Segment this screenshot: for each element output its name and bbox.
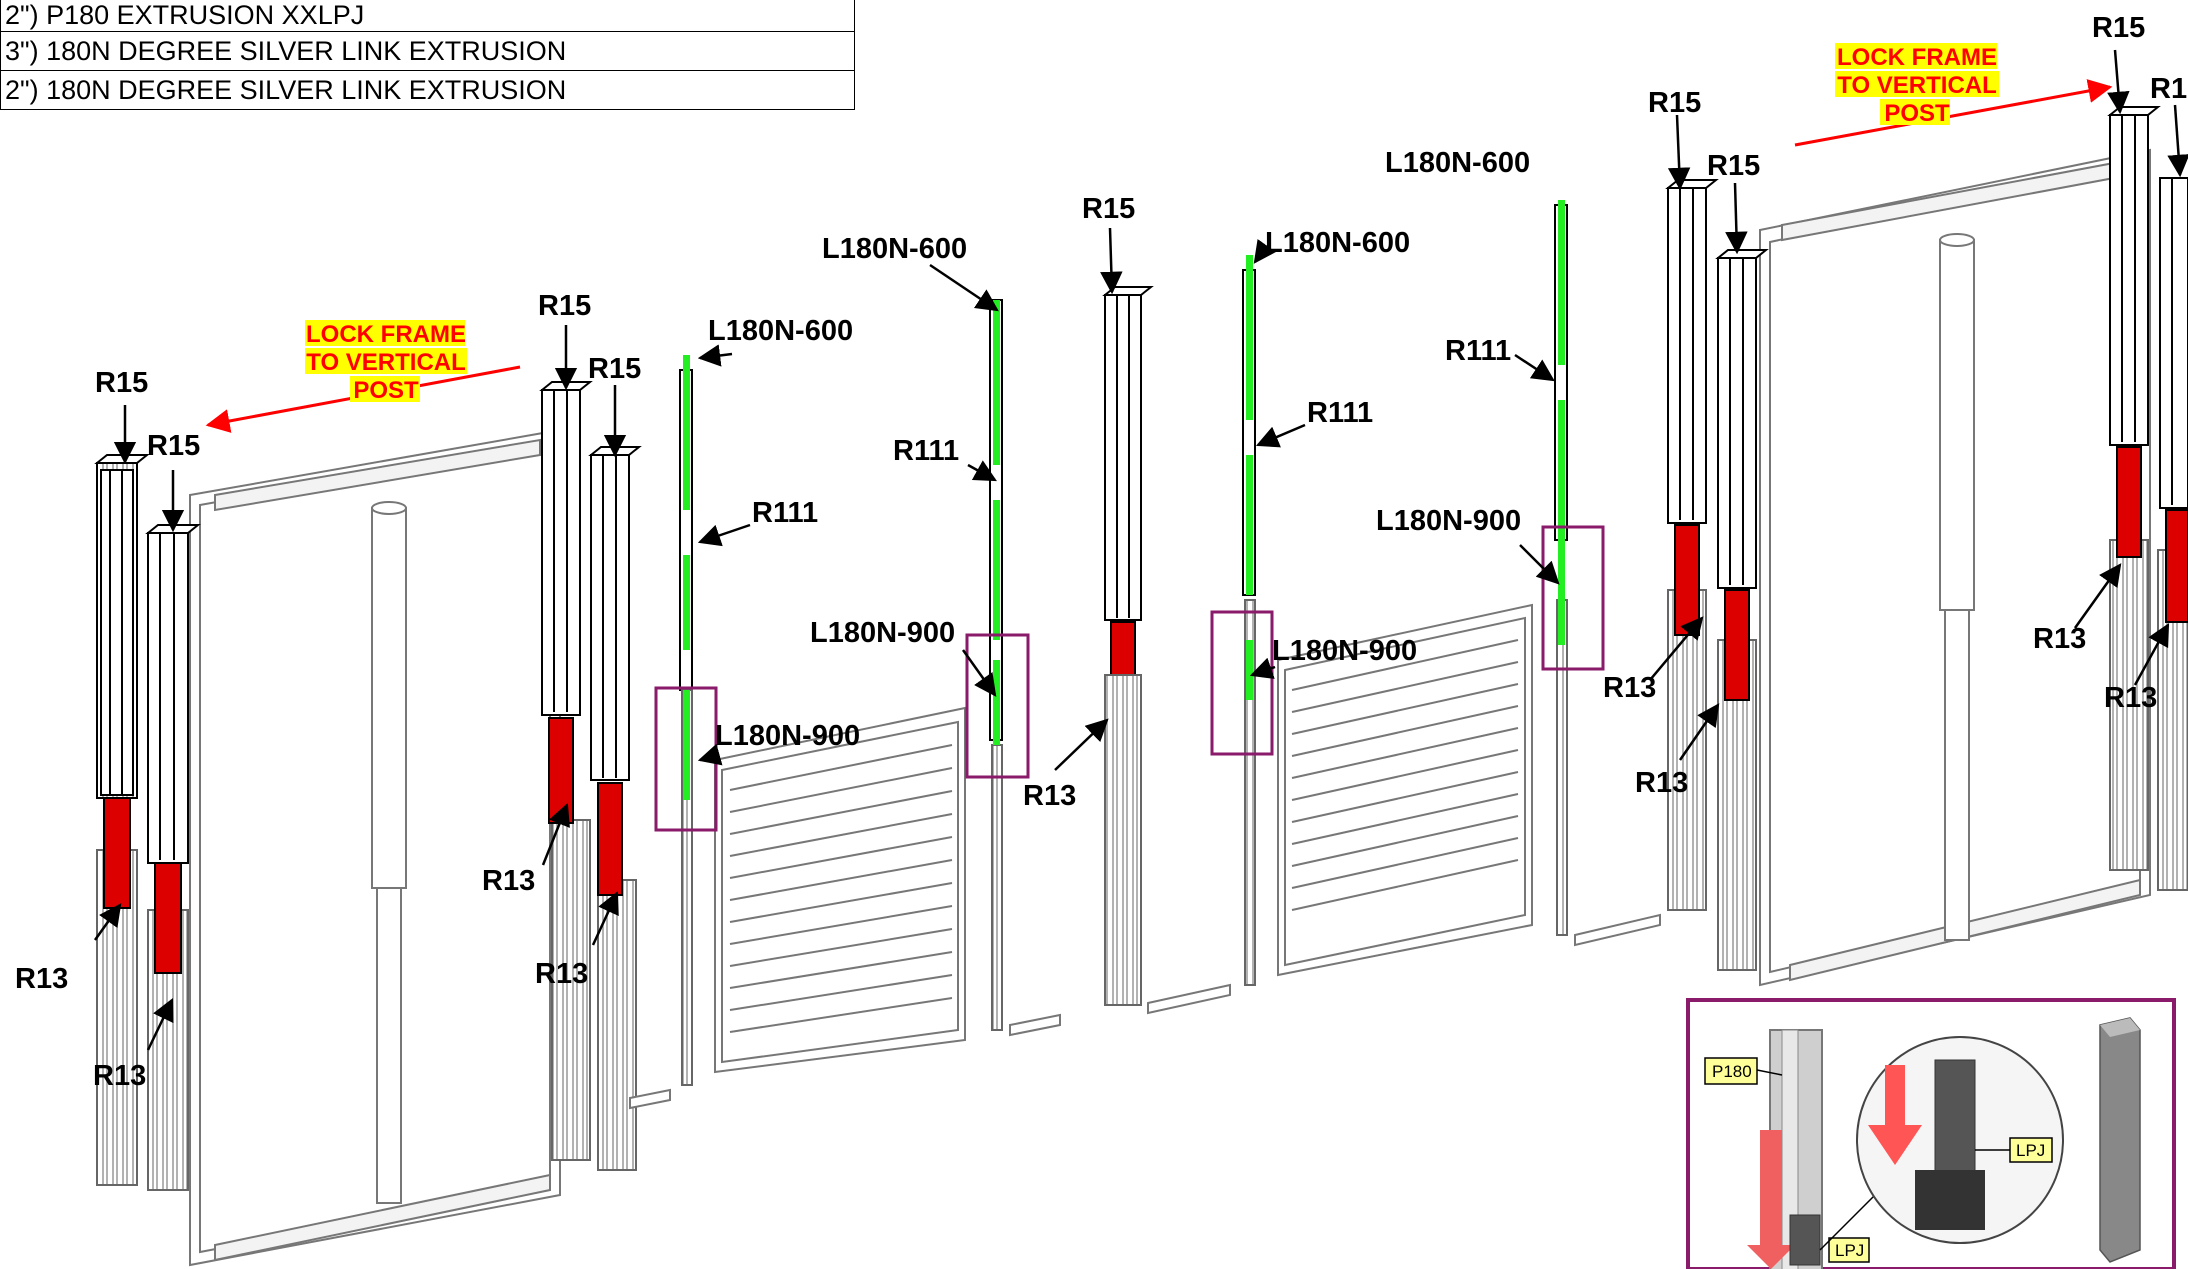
label-r15: R15 — [588, 353, 641, 385]
label-r15: R15 — [2092, 12, 2145, 44]
label-r1: R1 — [2150, 73, 2187, 105]
lock-note-left-line3: POST — [353, 377, 419, 404]
door-frame-right — [1759, 148, 2151, 987]
label-r111: R111 — [752, 497, 818, 529]
label-r13: R13 — [1603, 672, 1656, 704]
link-extrusion-1 — [679, 355, 693, 1086]
label-r13: R13 — [535, 958, 588, 990]
label-r111: R111 — [1445, 335, 1511, 367]
label-r15: R15 — [1082, 193, 1135, 225]
label-r111: R111 — [893, 435, 959, 467]
label-l180n-600: L180N-600 — [708, 315, 853, 347]
lock-note-left-line2: TO VERTICAL — [306, 349, 466, 376]
label-l180n-600: L180N-600 — [822, 233, 967, 265]
link-extrusion-4 — [1554, 200, 1568, 936]
label-r15: R15 — [95, 367, 148, 399]
label-l180n-600: L180N-600 — [1265, 227, 1410, 259]
link-extrusion-2 — [989, 299, 1003, 1031]
louvre-slats-1 — [729, 744, 953, 1033]
label-r13: R13 — [15, 963, 68, 995]
label-r13: R13 — [2104, 682, 2157, 714]
lower-posts-right — [1667, 539, 2188, 971]
louvre-slats-2 — [1291, 639, 1519, 911]
table-row: 3") 180N DEGREE SILVER LINK EXTRUSION — [0, 31, 855, 71]
inset-label-p180: P180 — [1712, 1062, 1752, 1081]
label-l180n-900: L180N-900 — [715, 720, 860, 752]
louvre-panel-2 — [1277, 603, 1533, 977]
louvre-panel-1 — [714, 706, 966, 1074]
lock-note-right-line1: LOCK FRAME — [1837, 44, 1997, 71]
label-r15: R15 — [1648, 87, 1701, 119]
lpj-detail-inset: P180 LPJ LPJ — [1686, 998, 2176, 1269]
lock-note-right-line2: TO VERTICAL — [1837, 72, 1997, 99]
part-labels: R15 R15 R13 R13 R15 R15 R13 R13 L180N-60… — [15, 12, 2187, 1092]
label-r13: R13 — [93, 1060, 146, 1092]
leader-arrows — [93, 49, 2188, 1051]
table-row: 2") P180 EXTRUSION XXLPJ — [0, 0, 855, 32]
bom-row-3: 2") 180N DEGREE SILVER LINK EXTRUSION — [0, 70, 855, 110]
lock-note-left-line1: LOCK FRAME — [306, 321, 466, 348]
label-r15: R15 — [147, 430, 200, 462]
label-l180n-900: L180N-900 — [1272, 635, 1417, 667]
door-frame-left — [189, 428, 561, 1267]
label-l180n-900: L180N-900 — [810, 617, 955, 649]
lock-note-right-line3: POST — [1884, 100, 1950, 127]
label-l180n-900: L180N-900 — [1376, 505, 1521, 537]
label-r15: R15 — [1707, 150, 1760, 182]
inset-label-lpj: LPJ — [1835, 1241, 1864, 1260]
label-r13: R13 — [1635, 767, 1688, 799]
bom-row-2: 3") 180N DEGREE SILVER LINK EXTRUSION — [0, 31, 855, 71]
label-r13: R13 — [2033, 623, 2086, 655]
bill-of-materials-table: 2") P180 EXTRUSION XXLPJ 3") 180N DEGREE… — [0, 0, 855, 110]
link-extrusion-3 — [1242, 255, 1256, 986]
lock-frame-note-left: LOCK FRAME TO VERTICAL POST — [305, 320, 467, 404]
label-r13: R13 — [482, 865, 535, 897]
bom-row-1: 2") P180 EXTRUSION XXLPJ — [0, 0, 855, 32]
lock-frame-note-right: LOCK FRAME TO VERTICAL POST — [1835, 43, 1999, 127]
label-l180n-600: L180N-600 — [1385, 147, 1530, 179]
floor-strips — [629, 913, 1661, 1110]
label-r111: R111 — [1307, 397, 1373, 429]
label-r13: R13 — [1023, 780, 1076, 812]
inset-label-lpj: LPJ — [2016, 1141, 2045, 1160]
r15-post-middle — [1102, 286, 1154, 1006]
table-row: 2") 180N DEGREE SILVER LINK EXTRUSION — [0, 70, 855, 110]
label-r15: R15 — [538, 290, 591, 322]
